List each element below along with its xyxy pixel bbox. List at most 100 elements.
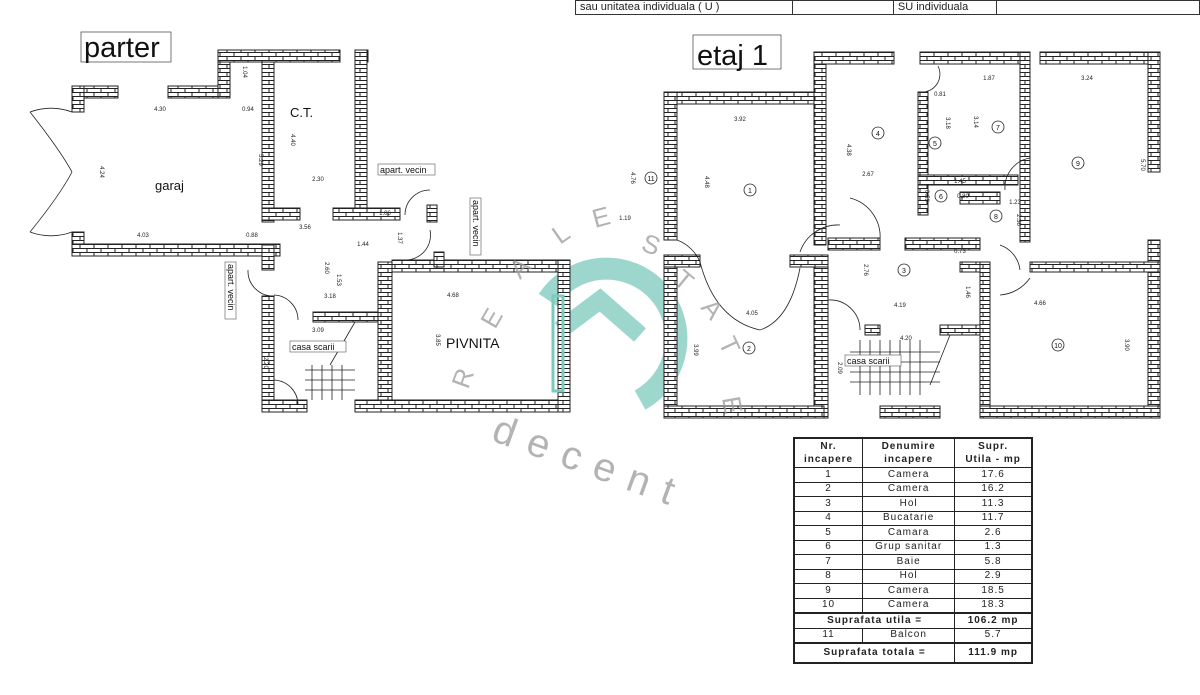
table-cell-name: Hol: [862, 496, 956, 512]
header-cell: SU individuala: [892, 0, 998, 15]
watermark-letter: E: [716, 394, 749, 416]
door: [827, 299, 861, 331]
wall: [71, 243, 281, 257]
room-label-garaj: garaj: [155, 178, 184, 193]
column-header: Supr.Utila - mp: [954, 437, 1033, 468]
table-cell-nr: 6: [793, 539, 864, 555]
wall: [917, 174, 1019, 186]
table-cell-area: 5.8: [954, 554, 1033, 570]
door: [999, 277, 1031, 296]
room-number-circle: [1051, 338, 1065, 352]
wall: [354, 399, 561, 413]
dimension-label: 3.18: [324, 294, 336, 300]
wall: [261, 244, 275, 271]
wall: [813, 51, 895, 65]
door: [999, 244, 1021, 271]
dimension-label: 4.30: [154, 107, 166, 113]
wall: [312, 311, 379, 323]
dimension-label: 2.09: [836, 362, 842, 374]
dimension-label: 1.45: [954, 179, 966, 185]
dimension-label: 5.29: [257, 154, 263, 166]
room-number: 3: [902, 268, 906, 275]
dimension-label: 4.03: [137, 233, 149, 239]
title-box: [80, 31, 172, 63]
dimension-label: 4.24: [98, 166, 104, 178]
dimension-label: 4.20: [900, 336, 912, 342]
header-cell: sau unitatea individuala ( U ): [575, 0, 793, 15]
dimension-label: 4.68: [447, 293, 459, 299]
title-box: [692, 34, 782, 70]
table-cell-name: Baie: [862, 554, 956, 570]
wall: [813, 254, 829, 419]
wall: [827, 237, 881, 251]
table-cell-area: 18.5: [954, 583, 1033, 599]
table-cell-name: Hol: [862, 568, 956, 584]
room-number: 10: [1054, 343, 1062, 350]
wall: [217, 49, 341, 63]
header-table-row: sau unitatea individuala ( U ) SU indivi…: [575, 0, 1200, 15]
wall: [426, 204, 438, 223]
wall: [377, 261, 393, 413]
neighbor-label: apart. vecin: [380, 165, 427, 175]
column-header: Nr.incapere: [793, 437, 864, 468]
header-cell: [996, 0, 1200, 15]
room-label-ct: C.T.: [290, 105, 313, 120]
dimension-label: 0.73: [954, 249, 966, 255]
dimension-label: 3.56: [299, 225, 311, 231]
wall: [1019, 51, 1031, 243]
table-cell-area: 17.6: [954, 467, 1033, 483]
useful-area-row: Suprafata utila = 106.2 mp: [793, 612, 1033, 629]
room-number: 2: [747, 346, 751, 353]
dimension-label: 4.48: [703, 176, 709, 188]
room-number-circle: [991, 120, 1005, 134]
wall: [919, 51, 1021, 65]
wall: [261, 399, 308, 413]
room-number-circle: [928, 136, 942, 150]
table-cell-name: Camera: [862, 481, 956, 497]
table-cell-nr: 2: [793, 481, 864, 497]
table-cell-nr: 9: [793, 583, 864, 599]
room-number-circle: [934, 189, 948, 203]
wall: [433, 251, 445, 268]
room-number: 1: [748, 188, 752, 195]
wall: [663, 91, 678, 241]
dimension-label: 2.67: [862, 172, 874, 178]
table-cell-nr: 1: [793, 467, 864, 483]
dimension-label: 1.19: [619, 216, 631, 222]
table-cell-area: 11.7: [954, 510, 1033, 526]
wall: [904, 237, 981, 251]
dimension-label: 2.60: [323, 262, 329, 274]
dimension-label: 4.66: [1034, 301, 1046, 307]
table-cell-name: Camera: [862, 467, 956, 483]
watermark-letter: E: [589, 200, 614, 233]
wall: [1029, 261, 1161, 273]
wall: [261, 207, 301, 221]
balcony-door: [676, 239, 801, 331]
door: [273, 379, 299, 405]
door: [273, 294, 299, 321]
dimension-label: 0.94: [242, 107, 254, 113]
dimension-label: 4.19: [894, 303, 906, 309]
header-cell: [791, 0, 894, 15]
table-cell-nr: 7: [793, 554, 864, 570]
dimension-label: 1.44: [357, 242, 369, 248]
dimension-label: 0.59: [923, 190, 929, 202]
dimension-label: 3.99: [692, 344, 698, 356]
dimension-label: 0.88: [246, 233, 258, 239]
wall: [1147, 51, 1161, 173]
room-number-circle: [989, 209, 1003, 223]
table-cell-nr: 3: [793, 496, 864, 512]
stairs: [305, 321, 356, 400]
wall: [261, 295, 275, 413]
parter-title: parter: [84, 32, 160, 64]
dimension-label: 2.76: [862, 264, 868, 276]
